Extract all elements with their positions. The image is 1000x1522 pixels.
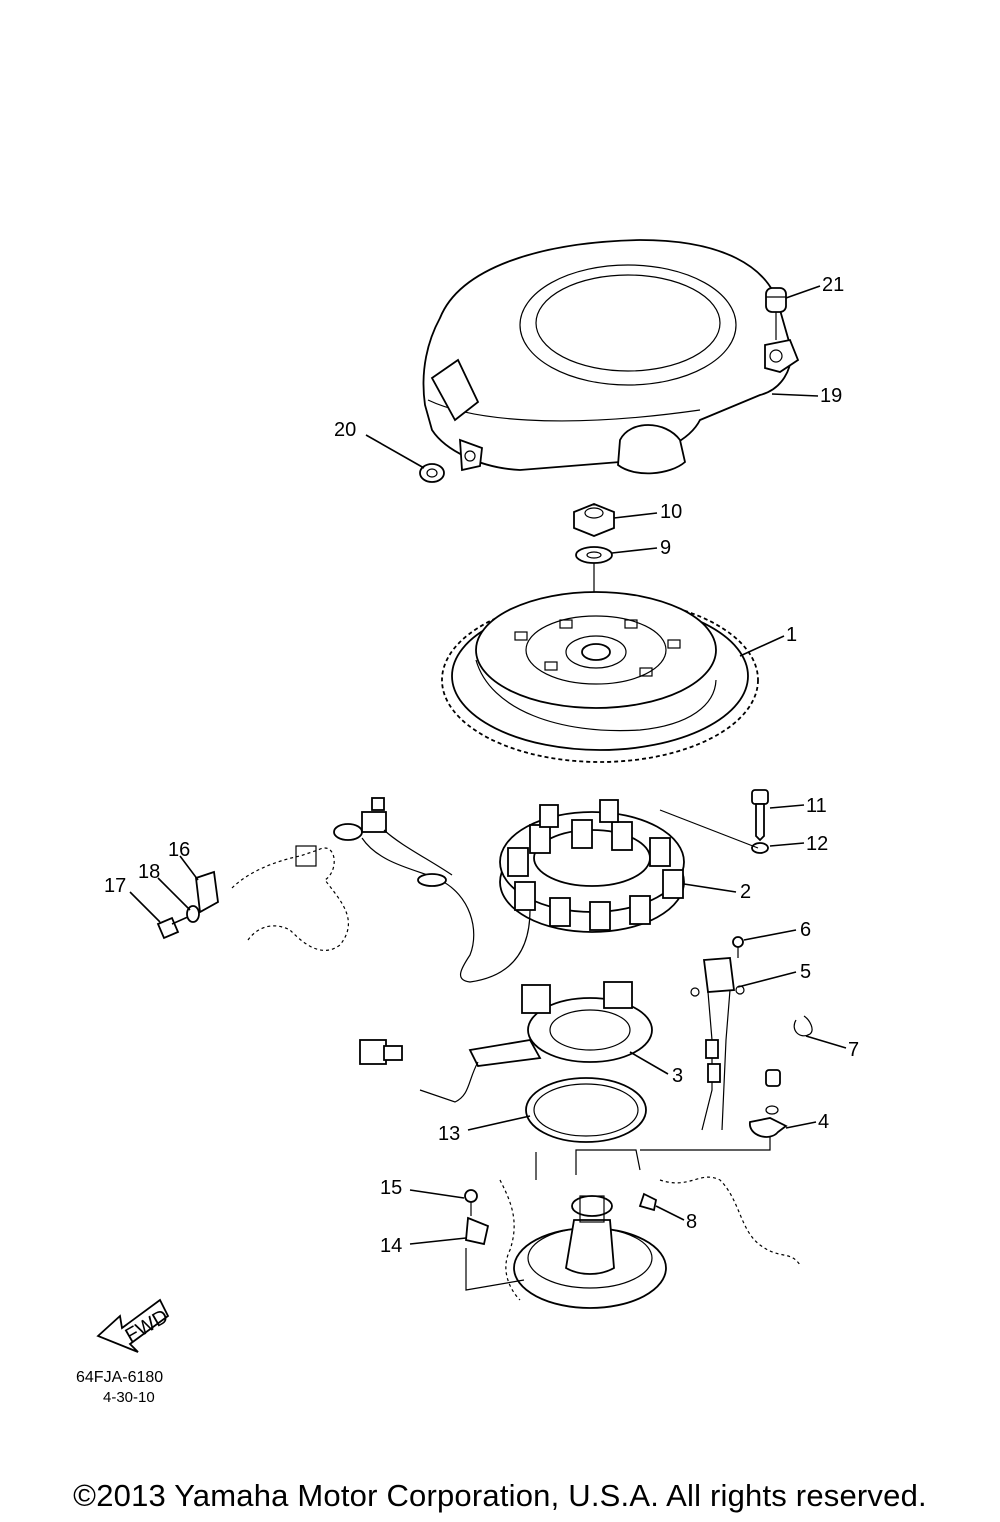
label-4: 4: [818, 1111, 829, 1133]
flywheel: [441, 591, 759, 763]
grommet-20: [419, 463, 445, 483]
pulser-coil: [359, 981, 653, 1103]
clip-14: [465, 1216, 490, 1246]
label-20: 20: [334, 419, 356, 441]
flywheel-cover: [422, 239, 800, 475]
label-21: 21: [822, 274, 844, 296]
grommet-21: [765, 287, 787, 340]
nut-10: [573, 503, 615, 537]
screw-15: [464, 1189, 478, 1216]
diagram-code-block: 64FJA-6180 4-30-10: [76, 1368, 163, 1408]
clip-7: [793, 1015, 813, 1037]
label-16: 16: [168, 839, 190, 861]
label-15: 15: [380, 1177, 402, 1199]
retaining-ring-13: [525, 1077, 647, 1143]
label-17: 17: [104, 875, 126, 897]
washer-12: [751, 842, 769, 854]
label-9: 9: [660, 537, 671, 559]
stator: [499, 799, 685, 933]
diagram-code: 64FJA-6180: [76, 1369, 164, 1386]
bolt-11: [751, 789, 769, 842]
bracket-16: [195, 870, 219, 914]
key-8: [638, 1192, 658, 1212]
label-14: 14: [380, 1235, 402, 1257]
label-10: 10: [660, 501, 682, 523]
fwd-arrow-icon: FWD: [96, 1298, 172, 1353]
stator-harness: [333, 797, 531, 983]
leader-lines: [129, 285, 847, 1245]
label-13: 13: [438, 1123, 460, 1145]
screw-6: [732, 936, 744, 958]
label-19: 19: [820, 385, 842, 407]
clamp-4: [749, 1069, 788, 1138]
label-12: 12: [806, 833, 828, 855]
label-1: 1: [786, 624, 797, 646]
sensor-5: [690, 957, 745, 1131]
copyright-notice: ©2013 Yamaha Motor Corporation, U.S.A. A…: [73, 1478, 927, 1513]
washer-9: [575, 546, 613, 564]
label-3: 3: [672, 1065, 683, 1087]
label-2: 2: [740, 881, 751, 903]
callouts: 21 19 20 10 9 1 11 12 2 6 5 7 3 4 13 8 1…: [104, 274, 859, 1257]
label-5: 5: [800, 961, 811, 983]
bolt-17: [156, 915, 191, 940]
label-11: 11: [806, 795, 827, 817]
label-8: 8: [686, 1211, 697, 1233]
label-6: 6: [800, 919, 811, 941]
diagram-date: 4-30-10: [103, 1389, 155, 1406]
base-plate: [513, 1195, 667, 1309]
label-7: 7: [848, 1039, 859, 1061]
label-18: 18: [138, 861, 160, 883]
